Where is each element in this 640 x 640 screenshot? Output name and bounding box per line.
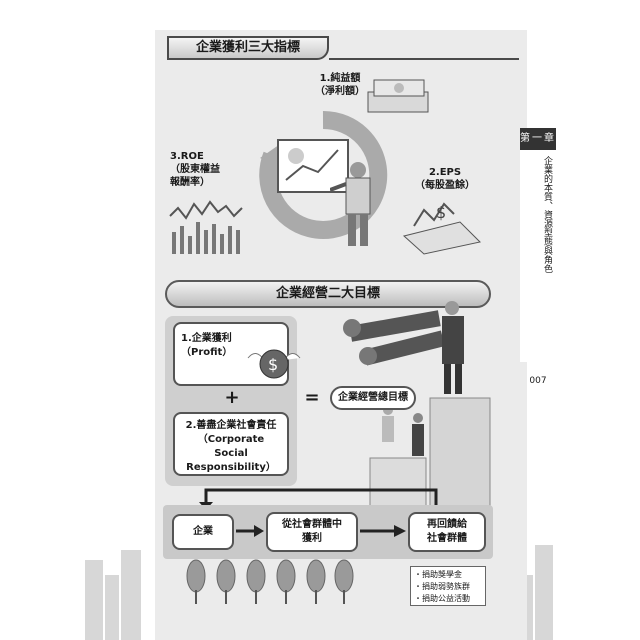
businessman-presenter-illustration	[330, 162, 371, 246]
telescope-businessman-illustration	[343, 301, 491, 508]
flow-step-enterprise-label: 企業	[193, 526, 213, 537]
metric-roe-label: 3.ROE	[170, 151, 204, 162]
section-2-title: 企業經營二大目標	[165, 280, 491, 308]
goal-csr-sub1: （Corporate Social	[197, 434, 265, 459]
metric-roe-sub2: 報酬率）	[170, 177, 210, 188]
flow-step-profit-from-society: 從社會群體中 獲利	[266, 512, 358, 552]
flow-step-2-line2: 獲利	[302, 533, 322, 544]
section-1-rule	[329, 58, 519, 60]
metric-eps: 2.EPS （每股盈餘）	[412, 166, 478, 192]
coin-with-wings-icon: $	[247, 349, 301, 379]
metric-eps-sub: （每股盈餘）	[415, 180, 475, 191]
goal-profit-title: 1.企業獲利	[181, 333, 232, 344]
svg-text:$: $	[436, 203, 446, 222]
flow-arrow-2	[360, 525, 406, 537]
flow-step-enterprise: 企業	[172, 514, 234, 550]
chapter-tab	[520, 128, 556, 362]
equals-symbol: =	[304, 387, 320, 408]
metric-roe: 3.ROE （股東權益 報酬率）	[170, 150, 236, 189]
flow-step-give-back: 再回饋給 社會群體	[408, 512, 486, 552]
giveback-item: ・捐助公益活動	[414, 594, 470, 603]
metric-eps-label: 2.EPS	[428, 167, 462, 178]
money-stack-icon	[367, 79, 429, 113]
svg-text:$: $	[268, 355, 278, 374]
metric-net-income: 1.純益額 （淨利額）	[312, 72, 368, 98]
giveback-item: ・捐助獎學金	[414, 570, 462, 579]
goal-profit-sub: （Profit）	[181, 347, 233, 358]
page-number: 007	[529, 376, 547, 386]
metric-net-income-sub: （淨利額）	[315, 86, 365, 97]
flow-step-2-line1: 從社會群體中	[282, 519, 342, 530]
goal-csr-title: 2.善盡企業社會責任	[185, 420, 277, 431]
metric-net-income-label: 1.純益額	[319, 73, 361, 84]
chapter-tab-title: 企業的本質、資源型態與角色	[542, 156, 552, 273]
metric-roe-sub1: （股東權益	[170, 164, 220, 175]
chapter-tab-head: 第一章	[520, 128, 556, 150]
flow-step-3-line1: 再回饋給	[427, 519, 467, 530]
overall-goal-pill: 企業經營總目標	[330, 386, 416, 410]
section-1-title: 企業獲利三大指標	[167, 36, 329, 60]
giveback-list: ・捐助獎學金 ・捐助弱勢族群 ・捐助公益活動	[410, 566, 486, 606]
goal-csr-sub2: Responsibility）	[186, 462, 276, 473]
plus-symbol: +	[224, 387, 240, 408]
trees-illustration	[186, 559, 354, 604]
flow-arrow-1	[236, 525, 264, 537]
giveback-item: ・捐助弱勢族群	[414, 582, 470, 591]
financial-newspaper-icon: $	[402, 202, 482, 255]
roe-bar-chart-icon	[169, 200, 243, 254]
flow-step-3-line2: 社會群體	[427, 533, 467, 544]
goal-csr-box: 2.善盡企業社會責任 （Corporate Social Responsibil…	[173, 412, 289, 476]
